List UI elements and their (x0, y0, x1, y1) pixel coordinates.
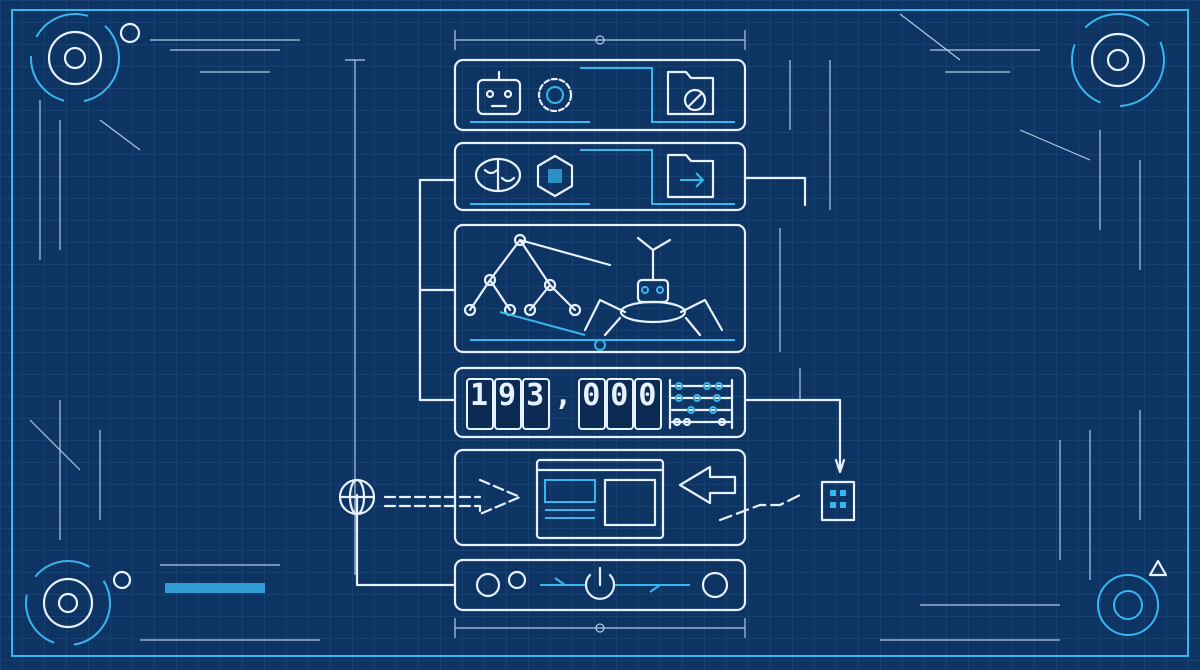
counter-value: 193,000 (470, 378, 667, 413)
broken-arrow-left-icon (678, 465, 737, 505)
browser-window-icon (535, 458, 665, 540)
gear-icon-bottom-left (25, 400, 320, 646)
counter-digit-frame (522, 378, 550, 430)
circuit-icon (540, 577, 690, 593)
gear-icon-top-left (30, 13, 300, 260)
counter-digit-frame (578, 378, 606, 430)
tree-graph-icon (463, 233, 612, 336)
folder-blocked-icon (666, 70, 715, 116)
abacus-icon (668, 378, 734, 430)
gear-icon-top-right (899, 13, 1165, 270)
module-3 (453, 223, 747, 354)
counter-digit-frame (634, 378, 662, 430)
module-4 (453, 366, 747, 439)
building-icon (820, 458, 856, 522)
gear-icon (475, 572, 501, 598)
spider-robot-icon (583, 236, 724, 337)
counter-digit-frame (494, 378, 522, 430)
globe-icon (338, 478, 522, 516)
folder-export-icon (666, 153, 715, 199)
counter-digit-frame (466, 378, 494, 430)
power-icon (584, 566, 616, 600)
network-hexagon-icon (536, 154, 574, 198)
dimension-lines (345, 30, 831, 638)
connector-lines (355, 176, 842, 587)
module-1 (453, 58, 747, 132)
module-2 (453, 141, 747, 212)
frame-border (11, 9, 1189, 657)
gear-wrench-icon (537, 77, 573, 113)
module-6 (453, 558, 747, 612)
counter-digit-frame (606, 378, 634, 430)
gear-icon-bottom-right (880, 410, 1168, 641)
broken-arrow-right-icon (718, 493, 802, 522)
